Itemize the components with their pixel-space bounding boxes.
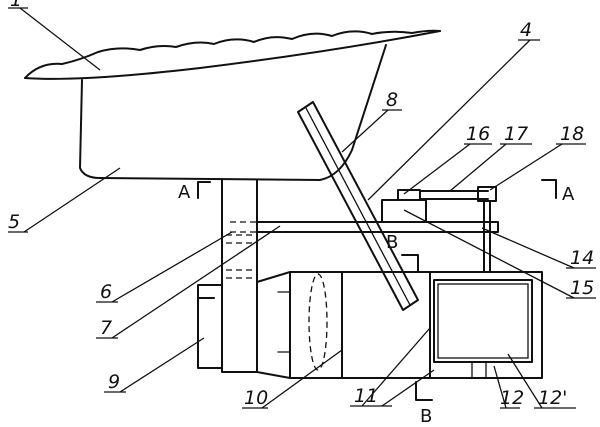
section-label-b-top: B [386, 232, 398, 253]
label-8: 8 [386, 89, 398, 111]
label-12: 12 [500, 387, 524, 409]
support-rod [483, 200, 491, 273]
label-11: 11 [354, 385, 378, 407]
label-17: 17 [504, 123, 528, 145]
label-5: 5 [8, 211, 20, 233]
label-9: 9 [108, 371, 120, 393]
cone-transition [256, 271, 291, 379]
section-mark-b-top [401, 254, 419, 273]
section-mark-b-bottom [415, 381, 433, 401]
inclined-plate [297, 101, 419, 311]
left-cylinder [197, 284, 223, 369]
pulley-16 [397, 189, 421, 201]
vertical-column [221, 179, 258, 373]
label-7: 7 [100, 317, 112, 339]
label-15: 15 [570, 277, 594, 299]
section-label-a-left: A [178, 182, 191, 203]
section-mark-a-right [541, 179, 557, 199]
small-foot [471, 361, 487, 379]
fan-housing [289, 271, 431, 379]
label-1: 1 [10, 0, 22, 11]
pulley-18 [477, 186, 497, 202]
fan-blade [308, 273, 328, 371]
label-16: 16 [466, 123, 490, 145]
hopper-rim [24, 30, 441, 80]
section-mark-a-left [197, 181, 211, 199]
section-label-b-bottom: B [420, 406, 432, 427]
hopper-body [79, 44, 387, 181]
belt [419, 190, 489, 200]
label-18: 18 [560, 123, 584, 145]
inner-box-2 [437, 283, 529, 359]
label-4: 4 [520, 19, 532, 41]
label-10: 10 [244, 387, 268, 409]
label-14: 14 [570, 247, 594, 269]
label-6: 6 [100, 281, 112, 303]
inner-box [433, 279, 533, 363]
section-label-a-right: A [562, 184, 575, 205]
material-heap [24, 29, 441, 79]
label-12-prime: 12' [538, 387, 567, 409]
